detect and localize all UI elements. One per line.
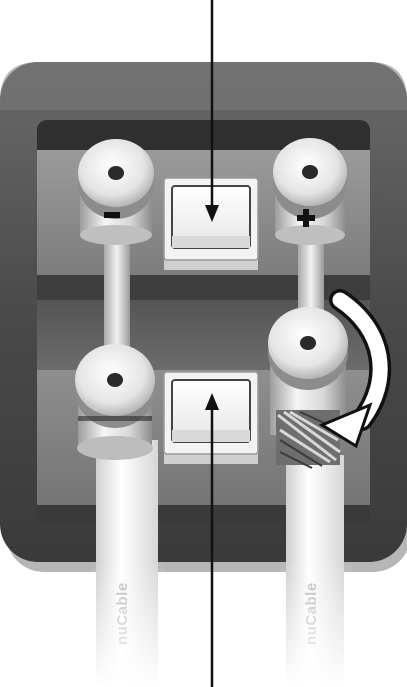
terminal-positive-lower[interactable] bbox=[268, 307, 348, 468]
terminal-negative-lower[interactable] bbox=[75, 344, 155, 460]
minus-sign-icon bbox=[104, 212, 120, 218]
housing-top-bevel bbox=[0, 62, 407, 110]
left-cable: nuCable bbox=[90, 440, 166, 687]
right-cable: nuCable bbox=[280, 455, 352, 687]
